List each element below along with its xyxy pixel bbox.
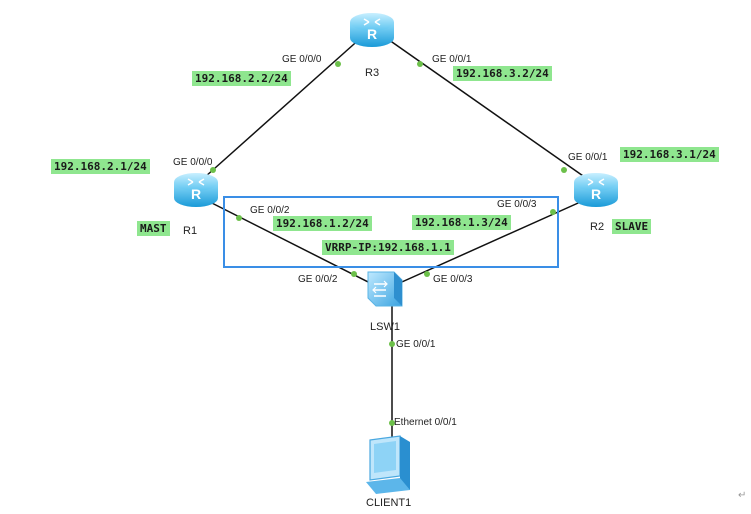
switch-lsw1-icon[interactable] <box>367 271 403 307</box>
device-label-r3: R3 <box>365 67 380 79</box>
device-label-r1: R1 <box>183 225 198 237</box>
port-dot <box>335 61 341 67</box>
device-label-r2: R2 <box>590 221 605 233</box>
port-label-r2-ge003: GE 0/0/3 <box>497 199 537 210</box>
router-r1-icon[interactable]: R <box>174 173 218 207</box>
svg-text:R: R <box>591 186 601 202</box>
port-dot <box>236 215 242 221</box>
ip-label-r3-ge001: 192.168.3.2/24 <box>453 66 552 81</box>
ip-label-r1-ge002: 192.168.1.2/24 <box>273 216 372 231</box>
port-dot <box>550 209 556 215</box>
svg-text:R: R <box>367 26 377 42</box>
svg-text:R: R <box>191 186 201 202</box>
port-dot <box>210 167 216 173</box>
ip-label-vrrp: VRRP-IP:192.168.1.1 <box>322 240 454 255</box>
router-r3-icon[interactable]: R <box>350 13 394 47</box>
port-dot <box>389 341 395 347</box>
router-r2-icon[interactable]: R <box>574 173 618 207</box>
device-label-client1: CLIENT1 <box>366 497 412 509</box>
port-dot <box>424 271 430 277</box>
role-label-r1: MAST <box>137 221 170 236</box>
link-r2-lsw1 <box>383 194 597 291</box>
ip-label-r2-ge003: 192.168.1.3/24 <box>412 215 511 230</box>
paragraph-mark: ↵ <box>738 490 747 501</box>
port-label-r3-ge000: GE 0/0/0 <box>282 54 322 65</box>
pc-client1-icon[interactable] <box>366 435 410 494</box>
ip-label-r2-ge001: 192.168.3.1/24 <box>620 147 719 162</box>
port-dot <box>389 420 395 426</box>
port-label-r3-ge001: GE 0/0/1 <box>432 54 472 65</box>
port-label-sw-ge002: GE 0/0/2 <box>298 274 338 285</box>
link-r3-r2 <box>371 27 597 186</box>
port-dot <box>561 167 567 173</box>
ip-label-r1-ge000: 192.168.2.1/24 <box>51 159 150 174</box>
port-dot <box>417 61 423 67</box>
ip-label-r3-ge000: 192.168.2.2/24 <box>192 71 291 86</box>
port-label-sw-ge003: GE 0/0/3 <box>433 274 473 285</box>
link-r1-r3 <box>195 27 373 186</box>
port-label-r1-ge000: GE 0/0/0 <box>173 157 213 168</box>
port-dot <box>351 271 357 277</box>
port-label-r2-ge001: GE 0/0/1 <box>568 152 608 163</box>
port-label-r1-ge002: GE 0/0/2 <box>250 205 290 216</box>
port-label-pc-eth001: Ethernet 0/0/1 <box>394 417 457 428</box>
vrrp-group-box <box>223 196 559 268</box>
port-label-sw-ge001: GE 0/0/1 <box>396 339 436 350</box>
role-label-r2: SLAVE <box>612 219 652 234</box>
device-label-lsw1: LSW1 <box>370 321 400 333</box>
